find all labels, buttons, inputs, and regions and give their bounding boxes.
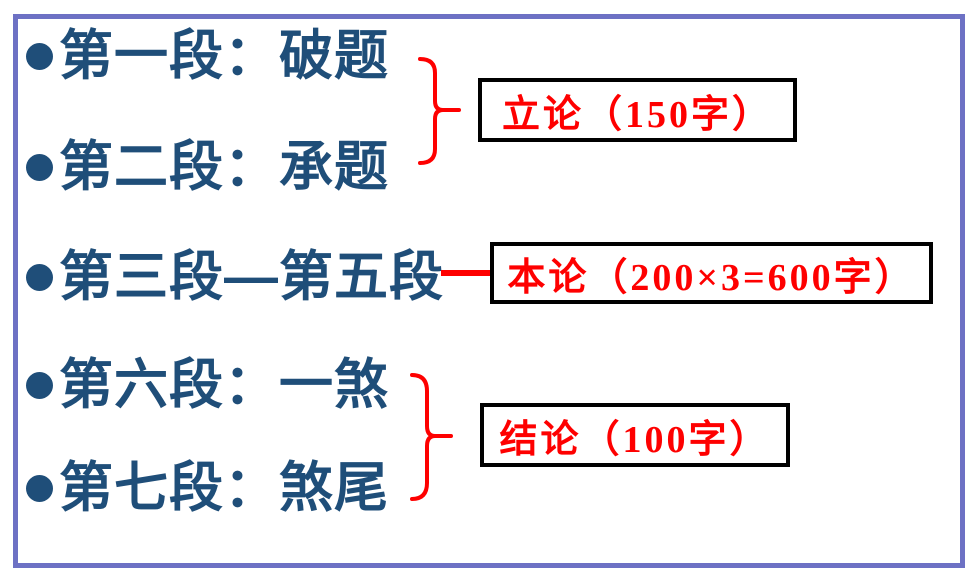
bullet-item-1: 第一段：破题 [26,28,389,85]
curly-brace-icon-top [418,57,461,165]
annotation-text-jielun: 结论（100字） [499,418,771,461]
bullet-item-5: 第七段：煞尾 [26,460,389,517]
bullet-icon [26,153,53,181]
bullet-text-3: 第三段—第五段 [59,247,444,307]
bullet-icon [26,474,53,502]
annotation-box-benlun: 本论（200×3=600字） [490,242,933,304]
bullet-text-1: 第一段：破题 [59,26,389,86]
bullet-icon [26,263,53,291]
annotation-box-lilun: 立论（150字） [478,78,797,142]
bullet-text-4: 第六段：一煞 [59,355,389,415]
bullet-item-2: 第二段：承题 [26,139,389,196]
bullet-icon [26,371,53,399]
annotation-text-benlun: 本论（200×3=600字） [507,256,916,299]
curly-brace-icon-bottom [410,373,453,501]
bullet-item-3: 第三段—第五段 [26,249,444,306]
annotation-text-lilun: 立论（150字） [501,93,773,136]
bullet-text-2: 第二段：承题 [59,137,389,197]
annotation-box-jielun: 结论（100字） [480,403,790,467]
connector-line-icon [441,270,492,276]
bullet-item-4: 第六段：一煞 [26,357,389,414]
bullet-text-5: 第七段：煞尾 [59,458,389,518]
bullet-icon [26,42,53,70]
